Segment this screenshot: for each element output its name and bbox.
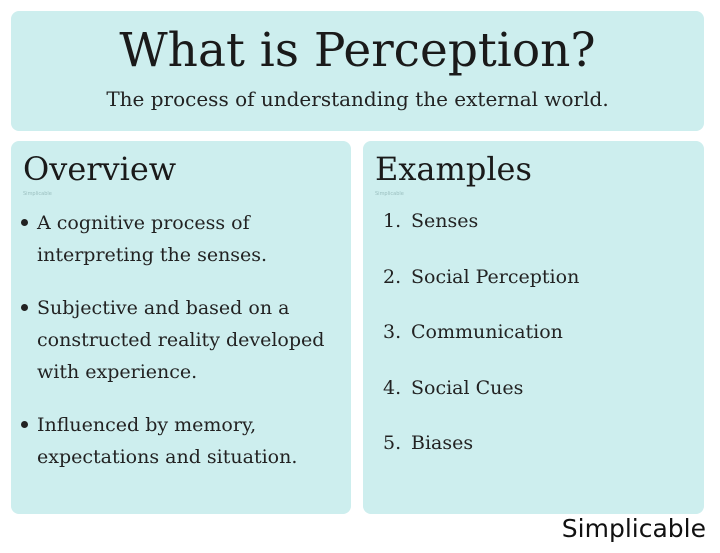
overview-bullet-text: Influenced by memory, expectations and s…: [37, 414, 298, 468]
brand-logo-text: Simplicable: [561, 514, 706, 543]
examples-watermark: Simplicable: [375, 191, 404, 197]
example-label: Biases: [411, 432, 474, 454]
example-number: 1.: [383, 210, 402, 232]
header-panel: What is Perception? The process of under…: [11, 11, 704, 131]
example-label: Communication: [411, 321, 563, 343]
bullet-dot-icon: [21, 421, 28, 428]
overview-panel: Overview Simplicable A cognitive process…: [11, 141, 351, 514]
example-item: 1. Senses: [383, 205, 579, 237]
examples-panel: Examples Simplicable 1. Senses 2. Social P…: [363, 141, 704, 514]
example-label: Social Perception: [411, 265, 580, 288]
example-label: Social Cues: [411, 376, 524, 399]
example-number: 4.: [383, 376, 402, 399]
examples-heading: Examples: [375, 150, 532, 188]
example-number: 3.: [383, 321, 402, 343]
page-title: What is Perception?: [119, 23, 596, 78]
examples-list: 1. Senses 2. Social Perception 3. Communica…: [383, 205, 579, 483]
overview-heading: Overview: [23, 150, 177, 188]
page-subtitle: The process of understanding the externa…: [106, 87, 609, 111]
example-item: 3. Communication: [383, 316, 579, 348]
overview-bullet-text: A cognitive process of interpreting the …: [37, 212, 268, 266]
overview-bullet: Subjective and based on a constructed re…: [19, 292, 345, 388]
example-number: 5.: [383, 432, 402, 454]
example-label: Senses: [411, 210, 479, 232]
overview-watermark: Simplicable: [23, 191, 52, 197]
bullet-dot-icon: [21, 304, 28, 311]
overview-bullet: A cognitive process of interpreting the …: [19, 207, 345, 271]
example-item: 4. Social Cues: [383, 372, 579, 404]
example-item: 5. Biases: [383, 427, 579, 459]
overview-bullet-text: Subjective and based on a constructed re…: [37, 297, 325, 383]
overview-list: A cognitive process of interpreting the …: [19, 207, 345, 494]
overview-bullet: Influenced by memory, expectations and s…: [19, 409, 345, 473]
example-item: 2. Social Perception: [383, 261, 579, 293]
bullet-dot-icon: [21, 219, 28, 226]
example-number: 2.: [383, 265, 402, 288]
